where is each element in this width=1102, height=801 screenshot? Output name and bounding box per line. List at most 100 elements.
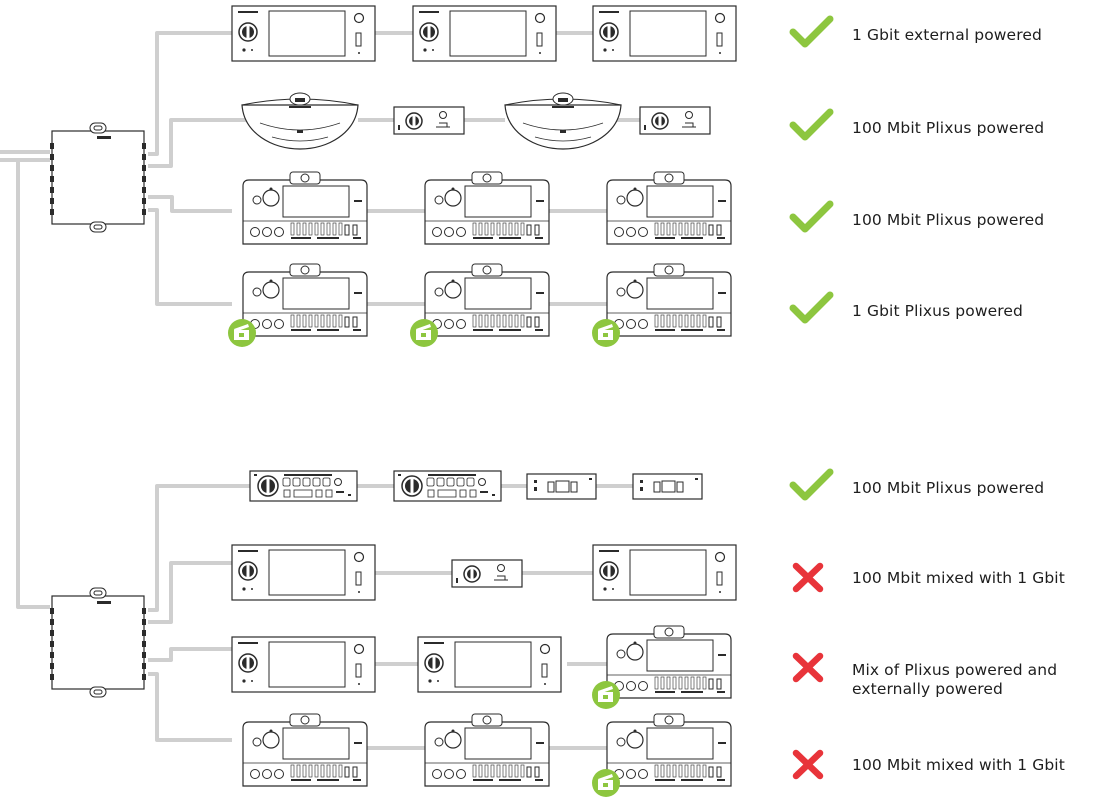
screen [464,185,532,218]
status-icon-layer [789,15,834,780]
checkmark-icon [789,200,834,233]
switch-port-left [50,209,54,215]
switch-port-left [50,641,54,647]
camera-lens [300,173,310,183]
card-reader [293,489,313,498]
volume-knob [456,227,466,237]
volume-knob [262,227,272,237]
speaker-port [714,551,726,563]
vote-button [436,477,445,487]
dome-body [504,104,622,150]
mic-socket [626,731,644,749]
camera-lens [664,627,674,637]
row-1-status-label: 1 Gbit external powered [852,26,1042,44]
switch-port-right [142,608,146,614]
mic-socket [262,731,280,749]
compact-discussion-unit [393,106,465,135]
touch-panel-unit [231,5,376,62]
checkmark-icon [789,15,834,48]
switch-port-left [50,652,54,658]
mic-socket [444,189,462,207]
vote-button [322,477,331,487]
volume-knob [262,319,272,329]
row-5-status-label: 100 Mbit Plixus powered [852,479,1045,497]
small-flush-unit [526,473,597,500]
screen [646,277,714,310]
volume-knob [250,769,260,779]
vote-button [446,477,455,487]
camera-lens [300,265,310,275]
small-flush-unit [632,473,703,500]
card-reader [437,489,457,498]
card-slot [355,32,362,47]
ethernet-cable-4 [148,31,232,156]
volume-knob [626,769,636,779]
switch-port-left [50,630,54,636]
touch-panel-unit [417,636,562,693]
screen [282,727,350,760]
screen [464,277,532,310]
checkmark-icon [789,291,834,324]
screen [282,185,350,218]
discussion-unit-dome [241,92,359,150]
card-reader [555,480,570,493]
multimedia-unit-with-camera [592,625,732,709]
camera-lens [482,715,492,725]
vote-button [456,477,465,487]
checkmark-icon [789,468,834,501]
mic-socket [626,189,644,207]
volume-knob [614,227,624,237]
cable-layer [0,31,640,750]
switch-port-right [142,209,146,215]
multimedia-unit [424,713,550,787]
camera-lens [300,715,310,725]
camera-badge-icon [592,681,620,709]
touch-screen [268,549,346,596]
camera-lens [664,715,674,725]
switch-port-right [142,198,146,204]
vote-button [426,477,435,487]
switch-layer [50,122,146,698]
switch-port-left [50,663,54,669]
switch-port-right [142,619,146,625]
screen [646,185,714,218]
ethernet-cable-8 [148,484,250,612]
unit-body [451,559,523,588]
volume-knob [626,319,636,329]
speaker-port [714,12,726,24]
volume-knob [250,227,260,237]
button-glyph [682,122,696,128]
compact-discussion-unit [639,106,711,135]
switch-port-right [142,630,146,636]
switch-port-right [142,641,146,647]
ethernet-cable-5 [148,118,250,168]
network-switch-bottom [50,587,146,698]
cross-icon [792,749,824,780]
switch-port-left [50,154,54,160]
switch-port-right [142,652,146,658]
volume-knob [456,319,466,329]
switch-port-left [50,674,54,680]
card-slot [716,571,723,586]
switch-port-left [50,198,54,204]
row-8-status-label: 100 Mbit mixed with 1 Gbit [852,756,1065,774]
mount-ear-top [89,122,107,134]
volume-knob [444,227,454,237]
camera-lens [482,265,492,275]
camera-badge-icon [228,319,256,347]
volume-knob [432,227,442,237]
checkmark-icon [789,108,834,141]
row-7-status-label: Mix of Plixus powered and externally pow… [852,661,1058,698]
unit-body [393,106,465,135]
discussion-unit-dome [504,92,622,150]
switch-port-right [142,143,146,149]
speaker-port [353,12,365,24]
ethernet-cable-6 [148,195,232,213]
speaker-port [439,111,447,119]
row-4-status-label: 1 Gbit Plixus powered [852,302,1023,320]
network-switch-top [50,122,146,233]
touch-panel-unit [592,544,737,601]
compact-discussion-unit [451,559,523,588]
mic-socket [262,189,280,207]
volume-knob [626,227,636,237]
